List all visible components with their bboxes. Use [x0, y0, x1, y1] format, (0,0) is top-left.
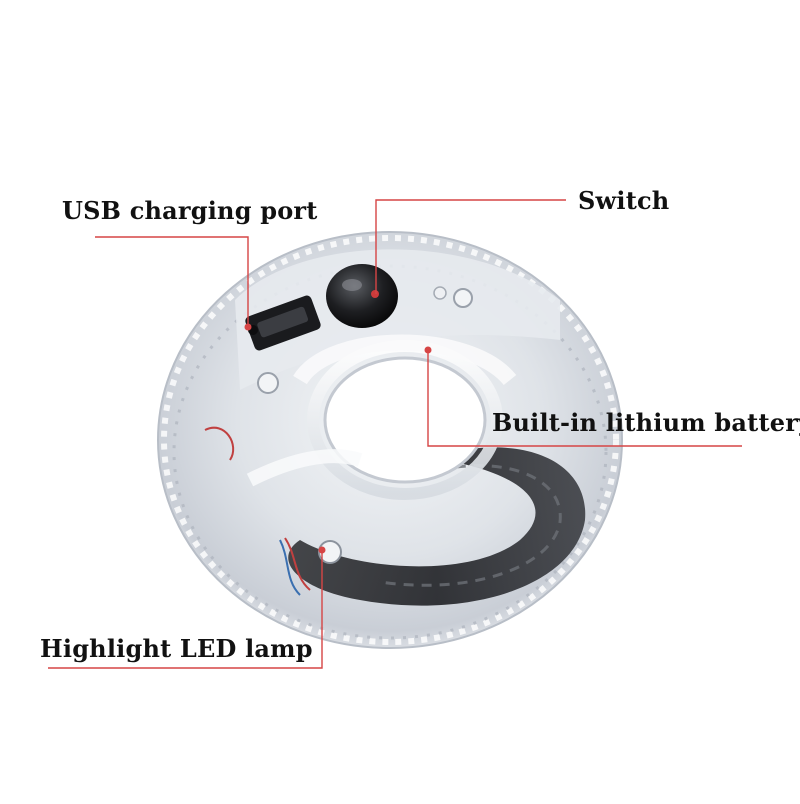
led-lamp-label: Highlight LED lamp [40, 634, 313, 663]
battery-leader-line [427, 350, 742, 447]
led-leader-line [48, 550, 323, 669]
leader-lines [48, 199, 742, 669]
usb-charging-port-label: USB charging port [62, 196, 318, 225]
switch-leader-line [375, 199, 566, 294]
switch-knob [326, 264, 398, 328]
usb-leader-line [95, 236, 249, 327]
battery-label: Built-in lithium battery [492, 408, 800, 437]
switch-label: Switch [578, 186, 670, 215]
